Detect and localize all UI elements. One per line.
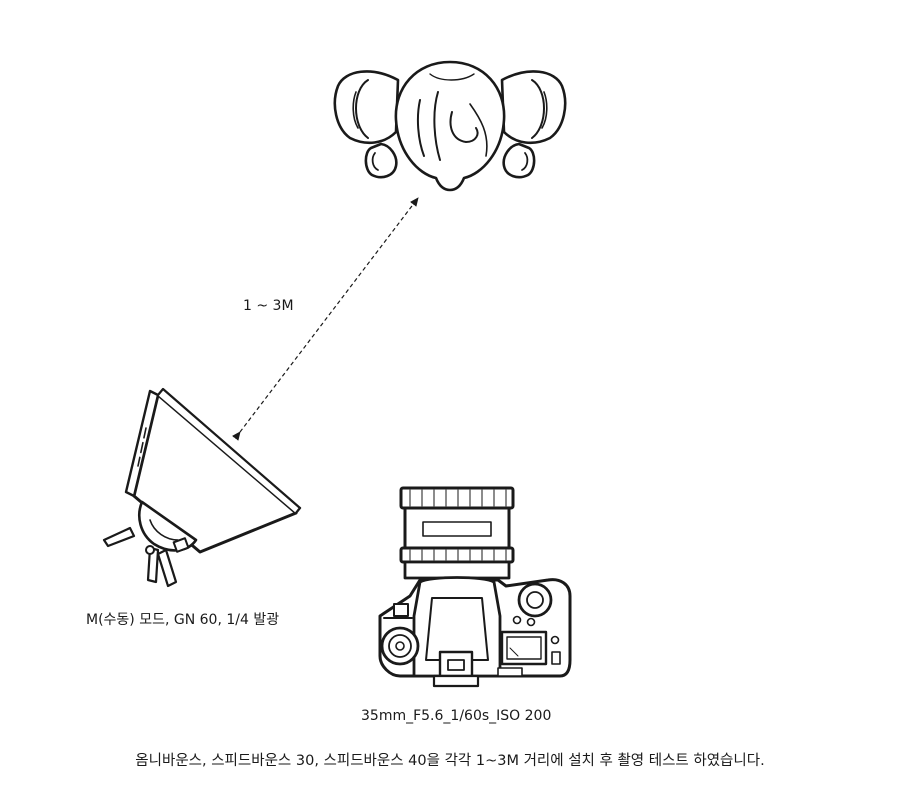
dslr-camera-icon: [378, 486, 572, 688]
distance-label: 1 ~ 3M: [243, 298, 294, 314]
flash-with-softbox-icon: [102, 387, 302, 588]
flash-settings-label: M(수동) 모드, GN 60, 1/4 발광: [86, 612, 280, 628]
camera-settings-label: 35mm_F5.6_1/60s_ISO 200: [361, 708, 552, 724]
diagram-caption: 옴니바운스, 스피드바운스 30, 스피드바운스 40을 각각 1~3M 거리에…: [135, 753, 765, 769]
person-top-view-icon: [333, 60, 567, 192]
distance-arrow: [231, 197, 419, 441]
